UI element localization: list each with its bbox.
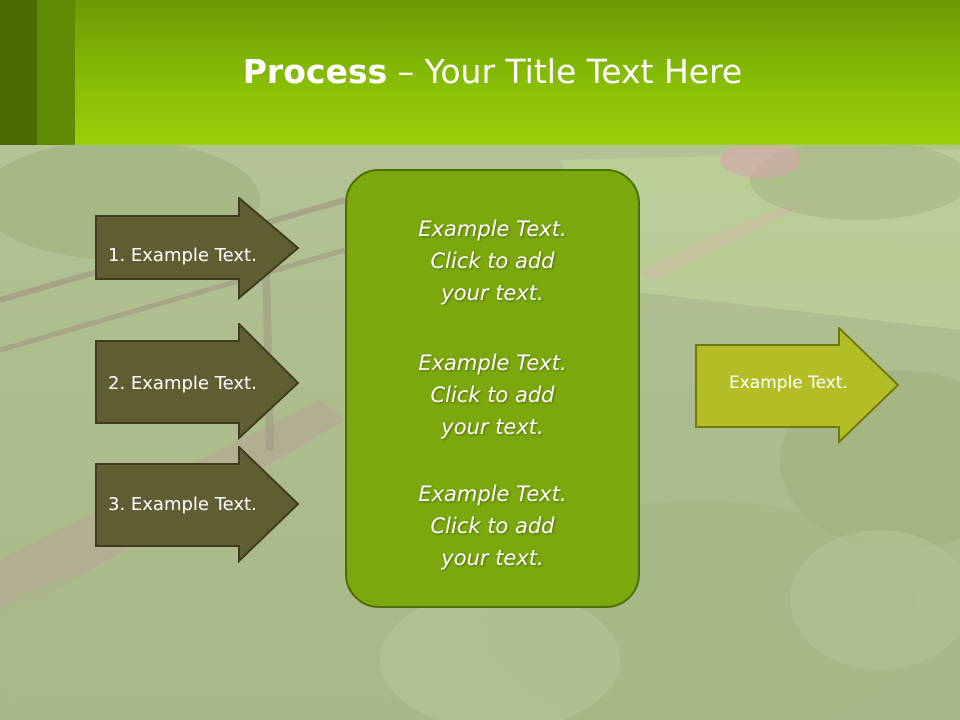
left-arrow-3 bbox=[95, 446, 300, 563]
left-arrow-2 bbox=[95, 323, 300, 440]
left-arrow-3-label: 3. Example Text. bbox=[108, 494, 257, 515]
center-block-1: Example Text. Click to add your text. bbox=[345, 213, 640, 309]
center-block-2: Example Text. Click to add your text. bbox=[345, 347, 640, 443]
center-block-2-line-1: Example Text. bbox=[418, 351, 567, 375]
center-block-3-line-3: your text. bbox=[441, 546, 544, 570]
right-arrow bbox=[695, 327, 900, 444]
center-block-1-line-2: Click to add bbox=[430, 249, 555, 273]
header-accent-stripe-dark bbox=[0, 0, 37, 145]
center-block-2-line-3: your text. bbox=[441, 415, 544, 439]
center-block-1-line-1: Example Text. bbox=[418, 217, 567, 241]
title-bold: Process bbox=[242, 52, 388, 91]
center-block-3-line-2: Click to add bbox=[430, 514, 555, 538]
center-text-box bbox=[345, 169, 640, 608]
center-block-3-line-1: Example Text. bbox=[418, 482, 567, 506]
left-arrow-1 bbox=[95, 197, 300, 300]
left-arrow-1-label: 1. Example Text. bbox=[108, 245, 257, 266]
center-block-2-line-2: Click to add bbox=[430, 383, 555, 407]
left-arrow-2-label: 2. Example Text. bbox=[108, 373, 257, 394]
title-rest: – Your Title Text Here bbox=[387, 52, 743, 91]
header-band bbox=[0, 0, 960, 145]
header-accent-stripe bbox=[37, 0, 75, 145]
slide-title: Process – Your Title Text Here bbox=[0, 52, 960, 91]
center-block-3: Example Text. Click to add your text. bbox=[345, 478, 640, 574]
center-block-1-line-3: your text. bbox=[441, 281, 544, 305]
right-arrow-label: Example Text. bbox=[729, 373, 848, 393]
